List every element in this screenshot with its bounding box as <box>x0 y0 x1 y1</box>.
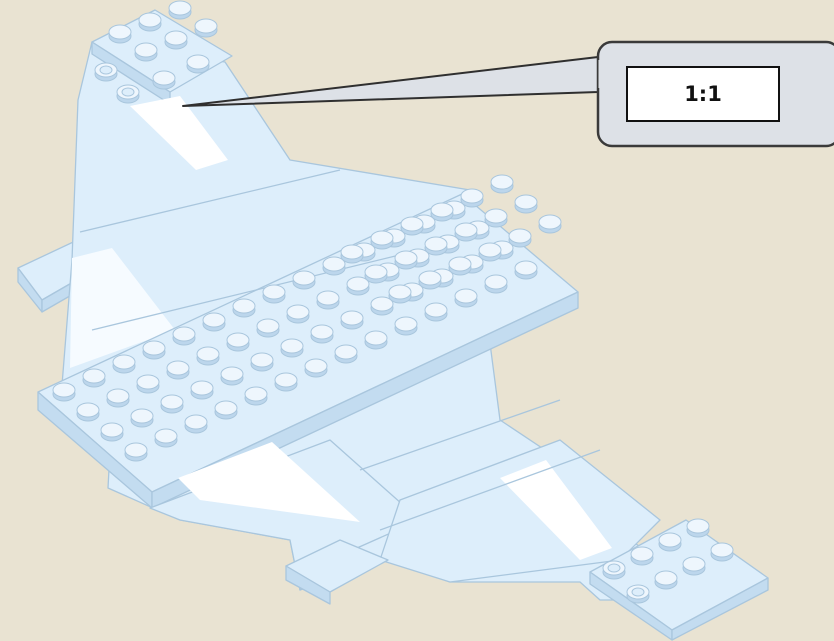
scale-callout-icon <box>183 42 834 146</box>
